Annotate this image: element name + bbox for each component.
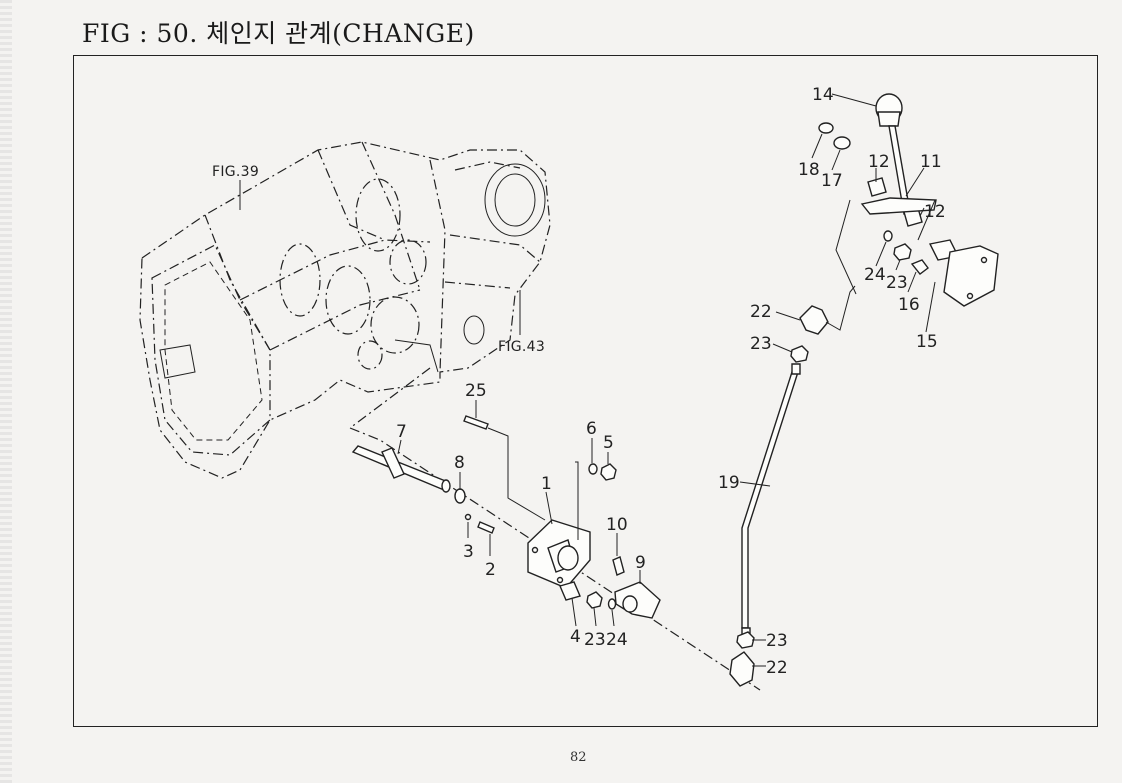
callout-23: 23 [584,630,606,650]
callout-12: 12 [924,202,946,222]
change-rod [729,285,856,687]
callout-24: 24 [864,265,886,285]
callout-labels: 14 18 17 12 11 12 24 23 16 15 22 23 25 7… [396,85,946,678]
callout-16: 16 [898,295,920,315]
figure-ref-39: FIG.39 [212,164,259,180]
shift-lever-assembly [818,93,999,333]
callout-3: 3 [463,542,474,562]
diagram-frame [73,55,1098,727]
callout-9: 9 [635,553,646,573]
callout-12: 12 [868,152,890,172]
transmission-housing [139,141,551,479]
figure-ref-43: FIG.43 [498,339,545,355]
leader-lines [397,93,925,667]
callout-22: 22 [766,658,788,678]
callout-11: 11 [920,152,942,172]
callout-8: 8 [454,453,465,473]
callout-18: 18 [798,160,820,180]
callout-24: 24 [606,630,628,650]
callout-22: 22 [750,302,772,322]
callout-15: 15 [916,332,938,352]
callout-5: 5 [603,433,614,453]
callout-23: 23 [766,631,788,651]
scan-binding-edge [0,0,12,783]
page-number: 82 [570,750,587,765]
callout-25: 25 [465,381,487,401]
callout-4: 4 [570,627,581,647]
callout-19: 19 [718,473,740,493]
callout-23: 23 [886,273,908,293]
callout-7: 7 [396,422,407,442]
shift-shaft-assembly [348,367,761,691]
callout-17: 17 [821,171,843,191]
callout-2: 2 [485,560,496,580]
page-title: FIG : 50. 체인지 관계(CHANGE) [82,19,475,48]
callout-14: 14 [812,85,834,105]
callout-1: 1 [541,474,552,494]
callout-23: 23 [750,334,772,354]
callout-10: 10 [606,515,628,535]
callout-6: 6 [586,419,597,439]
